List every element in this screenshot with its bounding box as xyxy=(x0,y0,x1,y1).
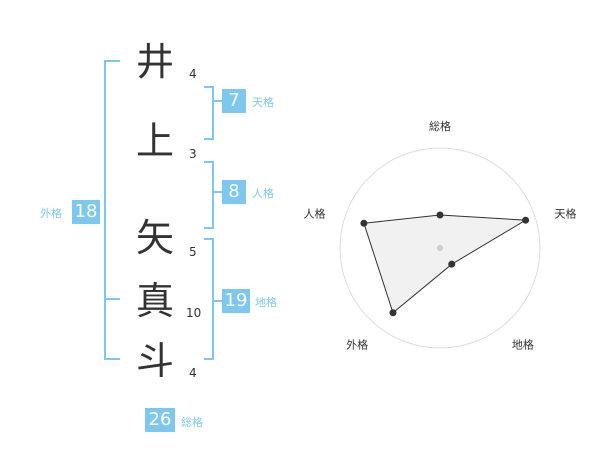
stroke-count-3: 5 xyxy=(189,245,197,259)
jinkaku-bracket xyxy=(204,161,214,229)
chikaku-badge: 19 xyxy=(222,289,250,313)
name-char-4: 真 xyxy=(135,279,174,323)
tenkaku-badge: 7 xyxy=(222,89,246,113)
tenkaku-connector xyxy=(214,100,222,102)
radar-point xyxy=(448,260,456,268)
soukaku-badge: 26 xyxy=(145,408,175,432)
stroke-count-4: 10 xyxy=(186,306,202,320)
radar-axis-label: 総格 xyxy=(429,119,451,133)
name-char-3: 矢 xyxy=(135,216,174,260)
chikaku-label: 地格 xyxy=(255,296,277,309)
gaikaku-badge: 18 xyxy=(72,200,100,224)
gaikaku-bracket xyxy=(104,60,120,360)
name-char-5: 斗 xyxy=(135,339,174,383)
tenkaku-bracket xyxy=(204,86,214,140)
radar-axis-label: 天格 xyxy=(555,206,577,220)
radar-polygon xyxy=(363,214,528,314)
soukaku-label: 総格 xyxy=(181,416,203,429)
radar-axis-label: 地格 xyxy=(512,338,534,352)
name-char-2: 上 xyxy=(135,119,174,163)
radar-point xyxy=(436,211,444,219)
jinkaku-connector xyxy=(214,191,222,193)
radar-point xyxy=(360,219,368,227)
jinkaku-label: 人格 xyxy=(252,187,274,200)
chikaku-connector xyxy=(214,300,222,302)
tenkaku-label: 天格 xyxy=(252,96,274,109)
radar-axis-label: 人格 xyxy=(303,206,325,220)
stroke-count-5: 4 xyxy=(189,366,197,380)
name-char-1: 井 xyxy=(135,40,174,84)
radar-axis-label: 外格 xyxy=(346,338,368,352)
stroke-count-2: 3 xyxy=(189,147,197,161)
gaikaku-label: 外格 xyxy=(40,207,62,220)
gaikaku-inner-connector xyxy=(104,298,120,300)
stroke-count-1: 4 xyxy=(189,67,197,81)
radar-point xyxy=(389,309,397,317)
radar-center-dot xyxy=(437,245,443,251)
jinkaku-badge: 8 xyxy=(222,180,246,204)
chikaku-bracket xyxy=(204,238,214,360)
radar-point xyxy=(522,216,530,224)
